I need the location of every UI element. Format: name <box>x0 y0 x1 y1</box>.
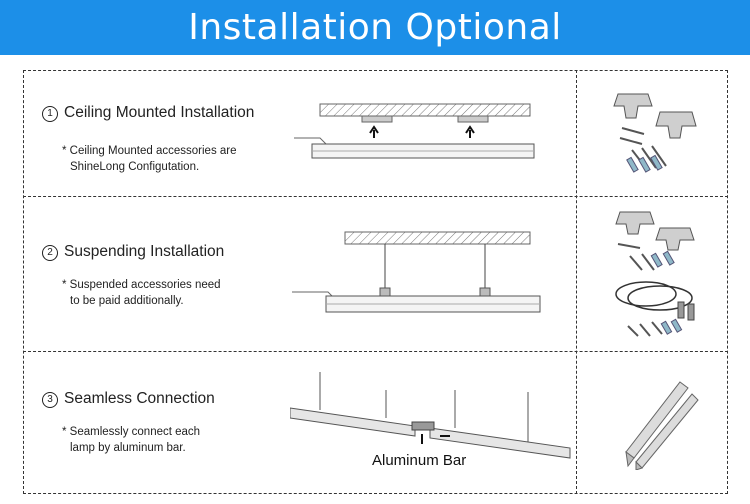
option-note-line: * Ceiling Mounted accessories are <box>62 145 237 157</box>
option-note: * Seamlessly connect each lamp by alumin… <box>62 424 200 456</box>
page-title: Installation Optional <box>188 7 562 48</box>
option-note-line: lamp by aluminum bar. <box>70 442 186 454</box>
option-note-line: * Suspended accessories need <box>62 279 221 291</box>
option-number: 3 <box>42 392 58 408</box>
option-title: 1 Ceiling Mounted Installation <box>42 104 254 122</box>
ceiling-mount-diagram <box>294 103 535 159</box>
option-note-line: to be paid additionally. <box>70 295 184 307</box>
option-note: * Suspended accessories need to be paid … <box>62 277 221 309</box>
wire-suspension-kit-icon <box>615 281 695 337</box>
option-note-line: * Seamlessly connect each <box>62 426 201 438</box>
row-divider <box>23 351 728 352</box>
header-banner: Installation Optional <box>0 0 750 55</box>
bracket-screws-icon <box>615 211 695 271</box>
option-number: 2 <box>42 245 58 261</box>
aluminum-bar-icon <box>625 381 699 470</box>
options-frame <box>23 70 728 494</box>
option-title-text: Ceiling Mounted Installation <box>64 104 255 121</box>
row-divider <box>23 196 728 197</box>
option-title: 3 Seamless Connection <box>42 390 215 408</box>
option-title: 2 Suspending Installation <box>42 243 224 261</box>
option-title-text: Suspending Installation <box>64 243 225 260</box>
option-note-line: ShineLong Configutation. <box>70 161 200 173</box>
bracket-screws-icon <box>613 93 697 173</box>
option-title-text: Seamless Connection <box>64 390 215 407</box>
seamless-connection-diagram <box>290 372 571 459</box>
aluminum-bar-label: Aluminum Bar <box>372 452 467 469</box>
suspension-diagram <box>292 231 541 313</box>
column-divider <box>576 70 577 494</box>
option-number: 1 <box>42 106 58 122</box>
option-note: * Ceiling Mounted accessories are ShineL… <box>62 143 237 175</box>
